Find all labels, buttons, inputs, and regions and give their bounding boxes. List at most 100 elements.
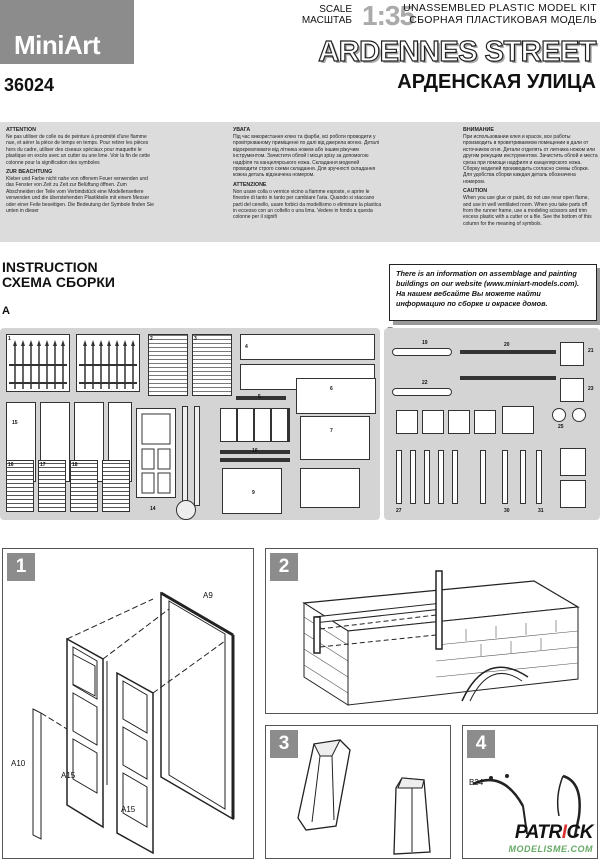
scale-label: SCALE МАСШТАБ (302, 4, 352, 26)
step-3-panel: 3 (265, 725, 451, 859)
step-number: 1 (7, 553, 35, 581)
brand-logo: MiniArt (0, 0, 134, 64)
brand-name: MiniArt (14, 30, 101, 60)
part-downpipe (424, 450, 430, 504)
callout-label: A15 (61, 771, 76, 780)
callout-label: B34 (469, 778, 484, 787)
part-downpipe (536, 450, 542, 504)
website-info-ru: На нашем вебсайте Вы можете найти информ… (396, 289, 548, 308)
part-number: 1 (8, 336, 11, 342)
fence-drawing (9, 340, 67, 389)
website-info-en: There is an information on assemblage an… (396, 269, 579, 288)
part-fence (6, 334, 70, 392)
part-downpipe (520, 450, 526, 504)
part-shutter (70, 460, 98, 512)
part-number: 19 (422, 340, 428, 346)
warning-heading: ВНИМАНИЕ (463, 127, 494, 133)
part-downpipe (452, 450, 458, 504)
part-downpipe (410, 450, 416, 504)
warnings-band: ATTENTION Ne pas utiliser de colle ou de… (0, 122, 600, 242)
part-number: 20 (504, 342, 510, 348)
part-number: 31 (538, 508, 544, 514)
step-1-diagram (32, 591, 235, 855)
scale-ratio: 1:35 (362, 0, 415, 31)
warning-heading: ZUR BEACHTUNG (6, 169, 53, 176)
warning-text: Ne pas utiliser de colle ou de peinture … (6, 134, 150, 166)
watermark-part-1: PATR (514, 822, 562, 843)
part-bollard (448, 410, 470, 434)
part-number: 9 (252, 490, 255, 496)
part-number: 17 (40, 462, 46, 468)
warning-text: Kleber und Farbe nicht nahe von offenem … (6, 176, 154, 215)
kit-description-en: UNASSEMBLED PLASTIC MODEL KIT (403, 2, 597, 14)
part-downpipe (438, 450, 444, 504)
callout-label: A9 (203, 591, 213, 600)
part-number: 21 (588, 348, 594, 354)
kit-number: 36024 (4, 75, 55, 95)
warning-column-1: ATTENTION Ne pas utiliser de colle ou de… (6, 126, 156, 217)
part-strip (194, 406, 200, 506)
part-number: 15 (12, 420, 18, 426)
warning-text: Під час використання клею та фарби, всі … (233, 134, 379, 179)
part-number: 10 (252, 448, 258, 454)
kit-description-ru: СБОРНАЯ ПЛАСТИКОВАЯ МОДЕЛЬ (409, 14, 597, 26)
instruction-title: INSTRUCTION СХЕМА СБОРКИ (2, 260, 115, 290)
step-4-diagram (472, 774, 581, 837)
part-rod (236, 396, 286, 400)
instruction-title-ru: СХЕМА СБОРКИ (2, 274, 115, 290)
warning-column-2: УВАГА Під час використання клею та фарби… (233, 126, 383, 224)
fence-drawing (79, 340, 137, 389)
part-downpipe (502, 450, 508, 504)
part-number: 7 (330, 428, 333, 434)
kit-description: UNASSEMBLED PLASTIC MODEL KIT СБОРНАЯ ПЛ… (403, 2, 597, 26)
warning-text: Non usare colla o vernice vicino a fiamm… (233, 188, 382, 221)
part-bracket (502, 406, 534, 434)
part-number: 6 (330, 386, 333, 392)
warning-text: При использовании клея и красок, все раб… (463, 134, 598, 185)
part-bollard (396, 410, 418, 434)
step-3-diagram (297, 739, 431, 855)
part-fence (76, 334, 140, 392)
sprue-gate (176, 500, 196, 520)
part-rod (220, 458, 290, 462)
part-number: 18 (72, 462, 78, 468)
part-number: 3 (194, 336, 197, 342)
part-number: 4 (245, 344, 248, 350)
part-frame (240, 334, 375, 360)
warning-heading: CAUTION (463, 188, 488, 195)
part-pipe (460, 376, 556, 380)
sprue-a-label: A (2, 305, 10, 317)
part-bollard (422, 410, 444, 434)
part-number: 16 (8, 462, 14, 468)
part-number: 2 (150, 336, 153, 342)
part-downpipe (396, 450, 402, 504)
part-gutter (560, 480, 586, 508)
part-number: 22 (422, 380, 428, 386)
part-shutter (192, 334, 232, 396)
door-drawing (141, 413, 171, 494)
step-1-panel: 1 A9 A10 A15 A15 (2, 548, 254, 859)
watermark-main: PATRICK (509, 822, 594, 844)
part-number: 30 (504, 508, 510, 514)
step-number: 3 (270, 730, 298, 758)
step-2-panel: 2 (265, 548, 598, 714)
step-2-diagram (302, 570, 580, 706)
watermark-sub: MODELISME.COM (508, 844, 593, 854)
part-strip (182, 406, 188, 506)
step-number: 4 (467, 730, 495, 758)
part-round (572, 408, 586, 422)
scale-label-en: SCALE (319, 4, 352, 15)
part-door (136, 408, 176, 498)
watermark-part-2: I (561, 822, 567, 843)
part-shutter (102, 460, 130, 512)
part-pipe (460, 350, 556, 354)
part-cap (560, 378, 584, 402)
part-lamp-post (392, 388, 452, 396)
kit-title-en: ARDENNES STREET (318, 35, 597, 68)
part-number: 23 (588, 386, 594, 392)
watermark: PATRICK MODELISME.COM (509, 822, 594, 854)
part-gutter (560, 448, 586, 476)
part-window-sash (220, 408, 290, 442)
callout-label: A15 (121, 805, 136, 814)
part-lamp-post (392, 348, 452, 356)
